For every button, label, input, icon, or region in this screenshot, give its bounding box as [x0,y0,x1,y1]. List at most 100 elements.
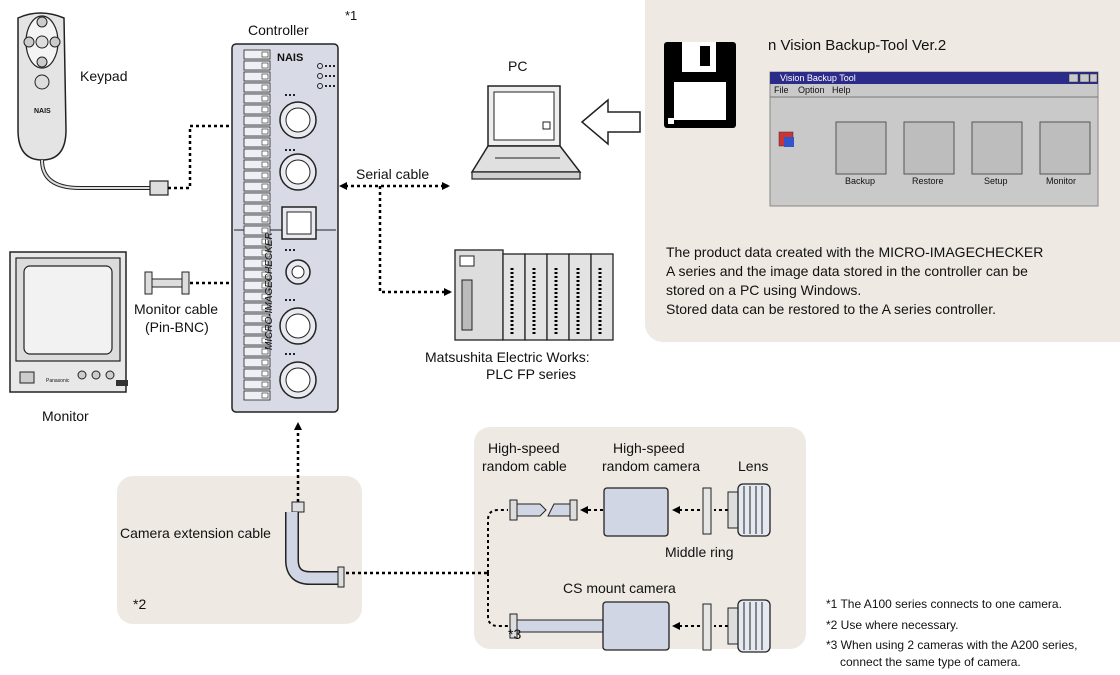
footnote-3b: connect the same type of camera. [840,655,1021,669]
backup-tool-desc-4: Stored data can be restored to the A ser… [666,301,996,317]
backup-tool-button-backup[interactable]: Backup [845,176,876,186]
terminal-screw [261,304,269,311]
terminal-slot [243,269,271,280]
pc-laptop [470,85,582,180]
terminal-slot [243,93,271,104]
terminal-screw [261,172,269,179]
terminal-slot [243,82,271,93]
footnote-3a: *3 When using 2 cameras with the A200 se… [826,638,1078,652]
monitor-cable-label: Monitor cable [134,301,219,317]
monitor-cable [144,271,190,295]
keypad-device [17,12,169,196]
backup-tool-window-title: Vision Backup Tool [780,73,856,83]
terminal-screw [261,359,269,366]
terminal-screw [261,216,269,223]
terminal-slot [243,104,271,115]
terminal-screw [261,194,269,201]
terminal-slot [243,335,271,346]
terminal-screw [261,73,269,80]
controller-label: Controller [248,22,309,38]
plc-label-line-2: PLC FP series [486,366,576,382]
backup-tool-menu-file[interactable]: File [774,85,789,95]
camera-extension-cable-label: Camera extension cable [120,525,271,541]
controller-device [231,43,339,413]
transfer-arrow-icon [580,98,641,146]
pc-label: PC [508,58,528,74]
backup-tool-desc-3: stored on a PC using Windows. [666,282,862,298]
terminal-slot [243,258,271,269]
terminal-screw [261,117,269,124]
terminal-slot [243,291,271,302]
terminal-slot [243,225,271,236]
terminal-slot [243,60,271,71]
terminal-slot [243,357,271,368]
terminal-slot [243,346,271,357]
terminal-screw [261,161,269,168]
terminal-screw [261,150,269,157]
terminal-slot [243,115,271,126]
backup-tool-button-monitor[interactable]: Monitor [1046,176,1077,186]
terminal-screw [261,293,269,300]
terminal-screw [261,205,269,212]
monitor-label: Monitor [42,408,89,424]
terminal-screw [261,249,269,256]
plc-label-line-1: Matsushita Electric Works: [425,349,590,365]
terminal-slot [243,137,271,148]
high-speed-random-cable [509,499,578,521]
extension-cable [285,501,345,588]
terminal-slot [243,203,271,214]
terminal-slot [243,71,271,82]
random-camera-label-2: random camera [602,458,701,474]
backup-tool-button-setup[interactable]: Setup [984,176,1008,186]
monitor-device [9,251,128,393]
middle-ring [702,487,712,535]
monitor-brand: Panasonic [46,378,70,384]
terminal-screw [261,260,269,267]
backup-tool-button-restore[interactable]: Restore [912,176,944,186]
terminal-screw [261,337,269,344]
controller-terminal-block [243,49,271,401]
terminal-screw [261,84,269,91]
terminal-screw [261,183,269,190]
lens-bottom [727,599,771,653]
terminal-screw [261,348,269,355]
terminal-screw [261,271,269,278]
terminal-screw [261,106,269,113]
terminal-slot [243,313,271,324]
camera-panel-footnote-ref: *3 [508,626,522,642]
backup-tool-title: n Vision Backup-Tool Ver.2 [768,37,947,54]
terminal-slot [243,236,271,247]
terminal-screw [261,139,269,146]
plc-device [454,249,614,341]
keypad-label: Keypad [80,68,128,84]
terminal-slot [243,368,271,379]
backup-tool-desc-2: A series and the image data stored in th… [666,263,1028,279]
controller-footnote-ref: *1 [345,8,358,23]
backup-tool-menu-help[interactable]: Help [832,85,851,95]
terminal-screw [261,62,269,69]
terminal-screw [261,95,269,102]
lens-top [727,483,771,537]
controller-brand: NAIS [277,52,304,64]
terminal-slot [243,302,271,313]
footnote-2: *2 Use where necessary. [826,618,959,632]
footnote-1: *1 The A100 series connects to one camer… [826,597,1062,611]
terminal-screw [261,392,269,399]
terminal-slot [243,159,271,170]
terminal-slot [243,49,271,60]
terminal-slot [243,324,271,335]
random-cable-label-1: High-speed [488,440,560,456]
terminal-slot [243,379,271,390]
cs-mount-camera [509,601,670,651]
terminal-screw [261,238,269,245]
terminal-slot [243,247,271,258]
high-speed-random-camera [603,487,669,537]
floppy-disk-icon [664,42,736,128]
terminal-screw [261,51,269,58]
terminal-screw [261,326,269,333]
random-cable-label-2: random cable [482,458,567,474]
terminal-screw [261,128,269,135]
terminal-screw [261,381,269,388]
backup-tool-desc-1: The product data created with the MICRO-… [666,244,1044,260]
backup-tool-menu-option[interactable]: Option [798,85,825,95]
